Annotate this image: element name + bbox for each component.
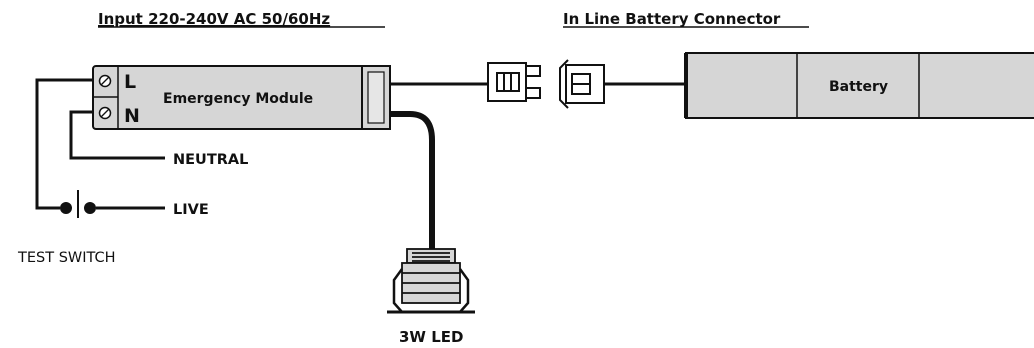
neutral-label: NEUTRAL bbox=[173, 152, 248, 168]
emergency-module bbox=[92, 65, 391, 130]
test-switch-icon bbox=[60, 190, 96, 218]
input-title: Input 220-240V AC 50/60Hz bbox=[98, 10, 330, 28]
connector-title: In Line Battery Connector bbox=[563, 10, 781, 28]
terminal-live-label: L bbox=[124, 71, 136, 93]
neutral-wiring bbox=[69, 110, 165, 160]
module-label: Emergency Module bbox=[163, 91, 313, 107]
terminal-screw-icon bbox=[98, 74, 112, 120]
connector-plug-icon bbox=[487, 62, 541, 102]
terminal-neutral-label: N bbox=[124, 105, 140, 127]
live-wiring bbox=[35, 78, 165, 210]
connector-socket-icon bbox=[559, 59, 605, 109]
led-label: 3W LED bbox=[399, 328, 463, 346]
live-label: LIVE bbox=[173, 202, 209, 218]
led-fitting-icon bbox=[387, 248, 475, 314]
led-cable bbox=[390, 111, 435, 252]
battery-pack bbox=[684, 52, 1034, 119]
test-switch-label: TEST SWITCH bbox=[17, 250, 116, 266]
battery-label: Battery bbox=[829, 79, 888, 95]
